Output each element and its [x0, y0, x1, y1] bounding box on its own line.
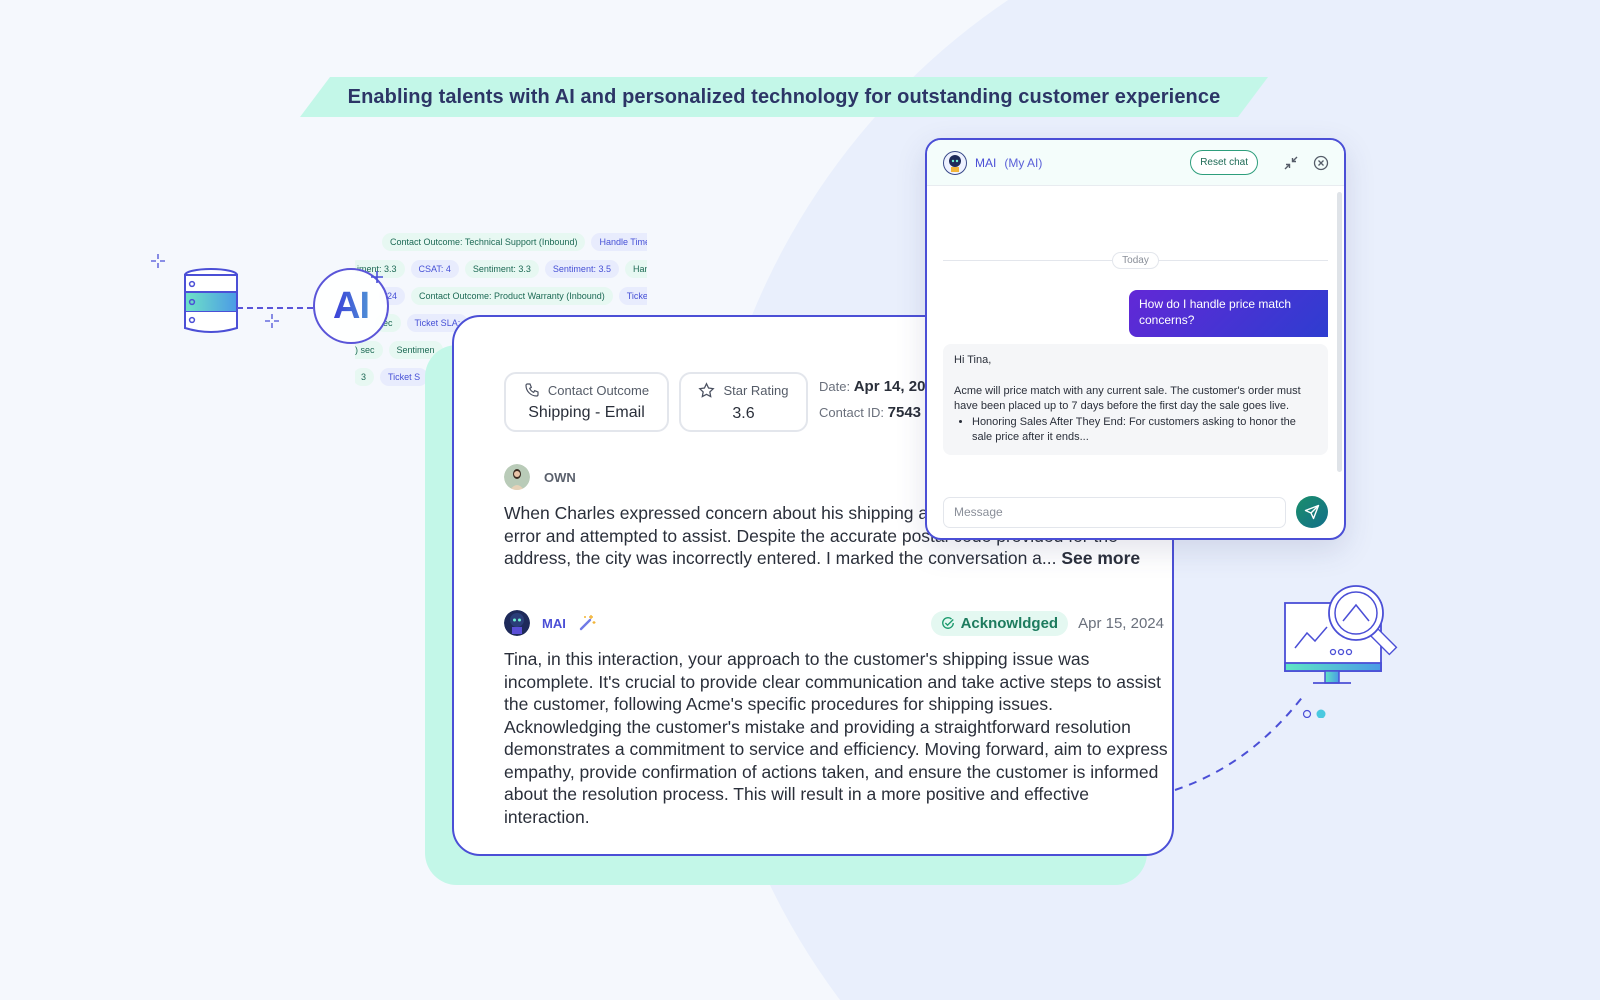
mai-author-label: MAI [542, 615, 566, 631]
chat-title: MAI [975, 155, 997, 170]
chat-title-subtitle: (My AI) [1004, 155, 1043, 170]
ai-label: AI [333, 284, 370, 327]
chat-scrollbar[interactable] [1337, 192, 1342, 472]
metric-tag: Ticke [618, 286, 647, 305]
metrics-tags-cloud: Contact Outcome: Technical Support (Inbo… [355, 228, 647, 388]
connector-line [237, 307, 313, 309]
mai-feedback-text: Tina, in this interaction, your approach… [504, 649, 1168, 827]
analytics-monitor-icon [1284, 585, 1398, 718]
metric-tag: Sentiment: 3.3 [464, 259, 539, 278]
metric-tag: Ticket S [380, 367, 429, 386]
magic-wand-icon [579, 615, 596, 631]
check-circle-icon [941, 617, 954, 629]
headline-banner: Enabling talents with AI and personalize… [300, 77, 1268, 117]
sparkle-icon [150, 253, 166, 272]
star-rating-label: Star Rating [723, 382, 789, 398]
metric-tag: Handle T [624, 259, 647, 278]
chat-header: MAI (My AI) Reset chat [927, 140, 1344, 186]
star-rating-box: Star Rating 3.6 [679, 372, 808, 432]
date-divider: Today [943, 251, 1328, 269]
phone-icon [525, 383, 539, 397]
sparkle-icon [371, 271, 383, 283]
acknowledged-badge: Acknowldged [930, 610, 1069, 636]
contact-id-value: 7543 [887, 404, 922, 421]
ai-badge: AI [313, 268, 389, 344]
contact-meta: Date: Apr 14, 2024 Contact ID: 7543 [819, 374, 942, 426]
message-input[interactable] [943, 496, 1286, 528]
bot-message-bubble: Hi Tina, Acme will price match with any … [943, 344, 1328, 455]
mai-bot-avatar [943, 150, 967, 175]
database-icon [183, 268, 239, 341]
dashed-connector-curve [1174, 694, 1305, 791]
chat-messages: Today How do I handle price match concer… [927, 186, 1344, 538]
metric-tag: Contact Outcome: Product Warranty (Inbou… [411, 286, 613, 305]
see-more-link[interactable]: See more [1061, 548, 1141, 568]
mai-chat-widget: MAI (My AI) Reset chat Today How do I ha… [925, 138, 1346, 540]
metric-tag: CSAT: 4 [410, 259, 459, 278]
contact-outcome-label: Contact Outcome [547, 382, 650, 398]
own-author-label: OWN [544, 469, 576, 485]
close-icon[interactable] [1312, 154, 1330, 172]
metric-tag: Handle Time: [591, 232, 647, 251]
metric-tag: Contact Outcome: Technical Support (Inbo… [382, 232, 586, 251]
headline-text: Enabling talents with AI and personalize… [347, 85, 1221, 108]
mai-avatar [504, 610, 530, 636]
metric-tag: ) sec [355, 340, 383, 359]
send-button[interactable] [1296, 496, 1328, 528]
minimize-icon[interactable] [1282, 154, 1300, 172]
sparkle-icon [264, 313, 280, 332]
metric-tag: 3 [355, 367, 375, 386]
contact-outcome-box: Contact Outcome Shipping - Email [504, 372, 669, 432]
metric-tag: Ticket SLA: [406, 313, 469, 332]
agent-avatar [504, 464, 530, 490]
date-label: Date: [819, 379, 851, 394]
metric-tag: Sentiment: 3.5 [544, 259, 619, 278]
send-icon [1304, 504, 1320, 520]
reset-chat-button[interactable]: Reset chat [1190, 150, 1258, 175]
interaction-card: Contact Outcome Shipping - Email Star Ra… [452, 315, 1174, 856]
user-message-bubble: How do I handle price match concerns? [1129, 290, 1328, 337]
feedback-date: Apr 15, 2024 [1078, 614, 1164, 632]
contact-id-label: Contact ID: [819, 405, 885, 420]
date-value: Apr 14, 2024 [853, 378, 943, 395]
star-icon [698, 381, 716, 398]
bot-bullet: Honoring Sales After They End: For custo… [972, 415, 1317, 446]
contact-outcome-value: Shipping - Email [528, 404, 645, 421]
star-rating-value: 3.6 [732, 404, 755, 422]
metric-tag: Sentimen [388, 340, 443, 359]
